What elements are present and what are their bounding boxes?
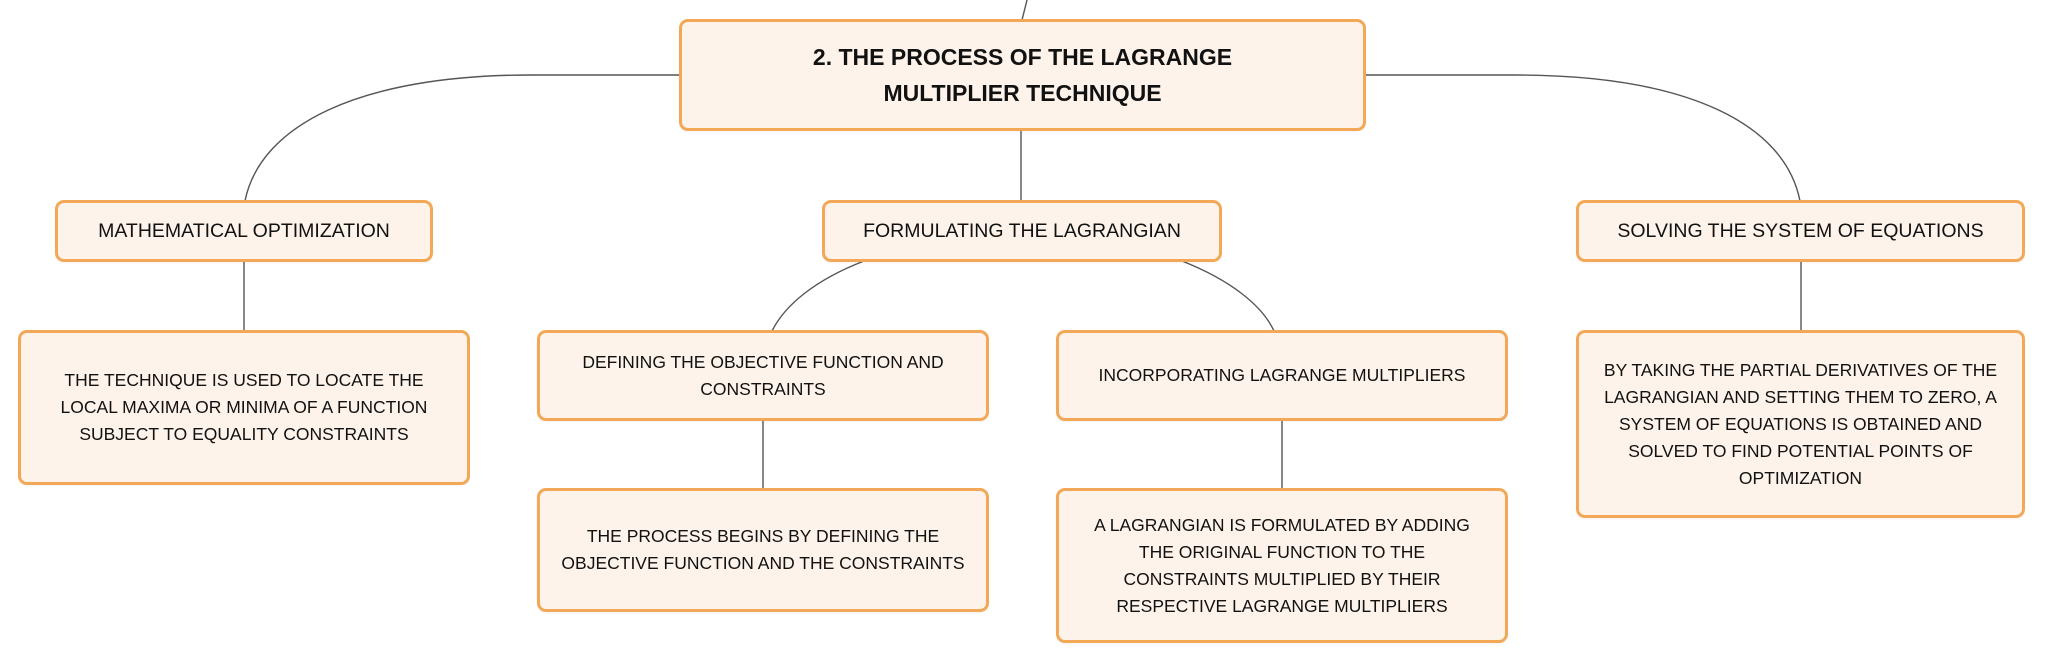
connector-lagrangian-to-incorporating-multipliers: [1181, 260, 1275, 332]
leaf-optimization-description[interactable]: THE TECHNIQUE IS USED TO LOCATE THE LOCA…: [18, 330, 470, 485]
connector-root-parent: [1021, 0, 1028, 21]
leaf-solving-system-description[interactable]: BY TAKING THE PARTIAL DERIVATIVES OF THE…: [1576, 330, 2025, 518]
leaf-solving-system-description-text: BY TAKING THE PARTIAL DERIVATIVES OF THE…: [1603, 359, 1998, 488]
connector-lagrangian-to-defining-objective: [771, 260, 865, 332]
connector-root-to-mathematical-optimization: [244, 74, 680, 202]
branch-mathematical-optimization[interactable]: MATHEMATICAL OPTIMIZATION: [55, 200, 433, 262]
branch-mathematical-optimization-label: MATHEMATICAL OPTIMIZATION: [98, 220, 390, 242]
leaf-optimization-description-text: THE TECHNIQUE IS USED TO LOCATE THE LOCA…: [60, 370, 428, 444]
connector-root-to-solving-system: [1365, 74, 1801, 202]
root-topic-box[interactable]: 2. THE PROCESS OF THE LAGRANGE MULTIPLIE…: [679, 19, 1366, 131]
subtopic-incorporating-lagrange-multipliers[interactable]: INCORPORATING LAGRANGE MULTIPLIERS: [1056, 330, 1508, 421]
root-topic-title: 2. THE PROCESS OF THE LAGRANGE MULTIPLIE…: [812, 44, 1233, 106]
branch-solving-system-of-equations[interactable]: SOLVING THE SYSTEM OF EQUATIONS: [1576, 200, 2025, 262]
leaf-defining-objective-detail-text: THE PROCESS BEGINS BY DEFINING THE OBJEC…: [561, 526, 965, 573]
branch-formulating-lagrangian-label: FORMULATING THE LAGRANGIAN: [863, 220, 1181, 242]
branch-solving-system-label: SOLVING THE SYSTEM OF EQUATIONS: [1617, 220, 1984, 242]
leaf-incorporating-multipliers-detail[interactable]: A LAGRANGIAN IS FORMULATED BY ADDING THE…: [1056, 488, 1508, 643]
subtopic-defining-objective-function[interactable]: DEFINING THE OBJECTIVE FUNCTION AND CONS…: [537, 330, 989, 421]
branch-formulating-lagrangian[interactable]: FORMULATING THE LAGRANGIAN: [822, 200, 1222, 262]
subtopic-defining-objective-function-label: DEFINING THE OBJECTIVE FUNCTION AND CONS…: [582, 351, 944, 399]
leaf-incorporating-multipliers-detail-text: A LAGRANGIAN IS FORMULATED BY ADDING THE…: [1094, 514, 1470, 616]
subtopic-incorporating-lagrange-multipliers-label: INCORPORATING LAGRANGE MULTIPLIERS: [1098, 365, 1466, 385]
leaf-defining-objective-detail[interactable]: THE PROCESS BEGINS BY DEFINING THE OBJEC…: [537, 488, 989, 612]
